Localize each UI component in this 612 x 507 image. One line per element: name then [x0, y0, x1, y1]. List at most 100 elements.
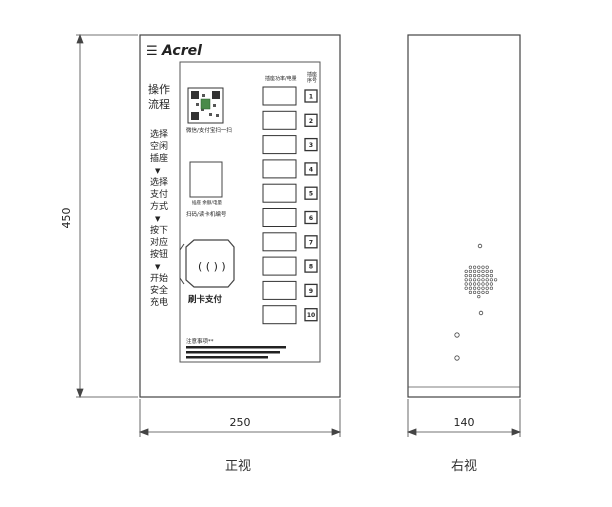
socket-button[interactable] [304, 113, 318, 127]
socket-display-box [262, 159, 297, 179]
socket-display-box [262, 183, 297, 203]
vent-hole [477, 269, 481, 274]
vent-hole [481, 278, 485, 282]
qr-caption: 微信/支付宝扫一扫 [186, 126, 232, 134]
vent-hole [489, 278, 494, 282]
op-title-line2: 流程 [148, 97, 170, 111]
socket-button[interactable] [304, 89, 318, 103]
side-screw-icon [477, 243, 483, 249]
socket-number: 1 [309, 94, 313, 101]
vent-hole [485, 269, 489, 274]
vent-hole [464, 269, 468, 274]
vent-hole [477, 286, 481, 290]
vent-hole [485, 265, 489, 269]
side-screw-icon [478, 310, 484, 316]
vent-hole [485, 274, 489, 278]
socket-number: 9 [309, 288, 313, 295]
vent-hole [468, 286, 473, 290]
side-width-label: 140 [454, 416, 475, 429]
side-view [407, 34, 521, 398]
step-3-line2: 对应 [150, 236, 168, 248]
vent-hole [464, 282, 468, 286]
socket-column-header-line2: 序号 [307, 77, 317, 84]
speaker-vent-grille [464, 265, 498, 299]
step-4-line1: 开始 [150, 272, 168, 284]
step-4-line3: 充电 [150, 296, 168, 308]
vent-hole [477, 290, 481, 295]
socket-button[interactable] [304, 259, 318, 273]
vent-hole [481, 290, 485, 295]
step-1-line3: 插座 [150, 152, 168, 164]
display-box-caption: 插座 余额/电量 [192, 199, 222, 206]
socket-display-box [262, 280, 297, 300]
vent-hole [473, 282, 477, 286]
qr-code [187, 87, 224, 124]
socket-button[interactable] [304, 283, 318, 298]
right-view-caption: 右视 [451, 459, 477, 474]
vent-hole [464, 274, 468, 278]
step-1-line1: 选择 [150, 128, 168, 140]
height-label: 450 [60, 208, 73, 229]
vent-hole [477, 278, 481, 282]
vent-hole [477, 282, 481, 286]
socket-display-box [262, 135, 297, 155]
vent-hole [468, 282, 473, 286]
socket-button[interactable] [304, 210, 318, 225]
vent-hole [468, 274, 473, 278]
vent-hole [468, 278, 473, 282]
side-hole-icon [454, 355, 460, 361]
socket-number: 6 [309, 215, 313, 222]
vent-hole [485, 282, 489, 286]
socket-button[interactable] [304, 162, 318, 176]
power-column-header: 插座功率/电量 [265, 75, 297, 82]
side-hole-icon [454, 332, 460, 338]
step-1-line2: 空闲 [150, 140, 168, 152]
side-cabinet-outline [407, 34, 521, 398]
socket-number: 3 [309, 142, 313, 149]
socket-display-box [262, 86, 297, 106]
socket-button[interactable] [304, 308, 318, 322]
vent-hole [464, 278, 468, 282]
socket-number: 10 [307, 312, 315, 319]
socket-number: 4 [309, 166, 313, 173]
card-display-box [189, 161, 223, 198]
socket-button[interactable] [304, 186, 318, 200]
vent-hole [494, 278, 498, 282]
vent-hole [481, 274, 485, 278]
vent-hole [481, 282, 485, 286]
code-caption: 扫码/读卡机编号 [186, 210, 227, 218]
vent-hole [477, 274, 481, 278]
nfc-icon: ( ( ) ) [198, 260, 226, 273]
vent-hole [481, 286, 485, 290]
step-2-line3: 方式 [150, 200, 168, 212]
vent-hole [485, 290, 489, 295]
vent-hole [489, 274, 494, 278]
step-2-line1: 选择 [150, 176, 168, 188]
height-dimension [76, 33, 138, 399]
socket-number: 2 [309, 118, 313, 125]
vent-hole [468, 265, 473, 269]
card-reader: ( ( ) ) [179, 239, 235, 288]
vent-hole [481, 269, 485, 274]
vent-hole [473, 274, 477, 278]
socket-button[interactable] [304, 137, 318, 152]
front-view-caption: 正视 [225, 459, 251, 474]
step-4-line2: 安全 [150, 284, 168, 296]
brand-logo: ☰ Acrel [146, 43, 202, 59]
vent-hole [473, 269, 477, 274]
front-cabinet-outline [139, 34, 341, 398]
vent-hole [473, 265, 477, 269]
side-width-dimension [406, 399, 522, 437]
vent-hole [485, 278, 489, 282]
socket-display-box [262, 256, 297, 276]
vent-hole [485, 286, 489, 290]
step-list: 选择 空闲 插座 ▼ 选择 支付 方式 ▼ 按下 对应 按钮 ▼ 开始 安全 充… [150, 128, 168, 308]
card-pay-caption: 刷卡支付 [187, 294, 223, 305]
front-panel [179, 61, 321, 363]
vent-hole [489, 269, 494, 274]
socket-column-header-line1: 插座 [307, 71, 317, 78]
socket-button[interactable] [304, 235, 318, 249]
vent-hole [473, 286, 477, 290]
socket-display-box [262, 305, 297, 325]
